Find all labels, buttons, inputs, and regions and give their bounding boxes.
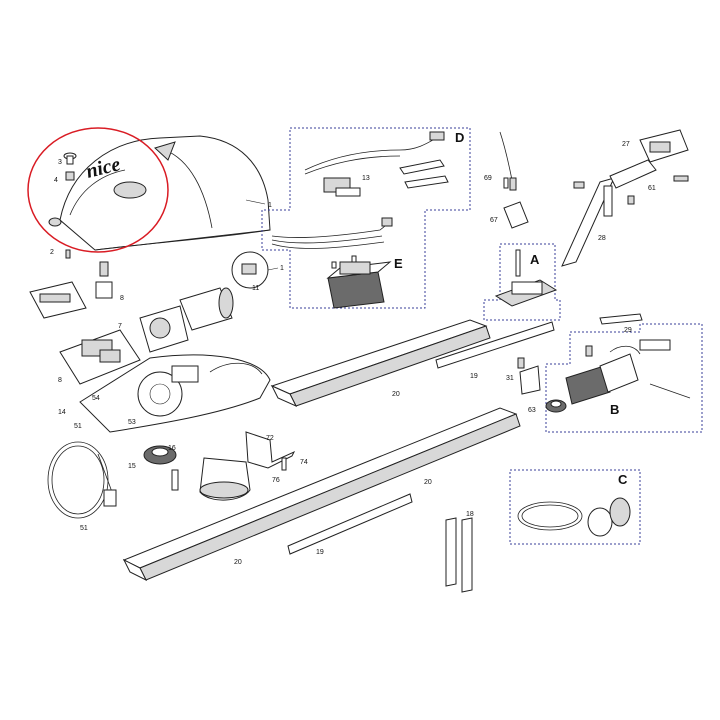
callout-74: 74 [300,459,308,466]
end-stop-and-pulley [517,357,567,413]
callout-28: 28 [598,235,606,242]
callout-76: 76 [272,477,280,484]
motor-cover: nice [48,135,271,251]
callout-15: 15 [128,463,136,470]
callout-13: 13 [362,175,370,182]
callout-61: 61 [648,185,656,192]
ceiling-bracket [199,431,296,501]
chain-sprocket [143,445,179,491]
callout-69: 69 [484,175,492,182]
callout-54: 54 [92,395,100,402]
group-label-d: D [455,130,464,145]
group-e: E [271,217,403,309]
gear-motor [139,287,234,353]
red-highlight-circle [27,127,169,253]
group-b: B [545,323,703,433]
group-c: C [509,469,641,545]
callout-63: 63 [528,407,536,414]
base-plate [79,354,271,433]
power-cable [47,441,117,519]
callout-2: 2 [50,249,54,256]
callout-27: 27 [622,141,630,148]
callout-1: 1 [268,202,272,209]
callout-53: 53 [128,419,136,426]
callout-11: 11 [252,285,259,292]
callout-14: 14 [58,409,66,416]
group-a: A [483,243,561,321]
callout-20a: 20 [392,391,400,398]
callout-29: 29 [624,327,632,334]
group-d: D 13 [261,127,471,309]
control-board [29,261,141,385]
callout-4: 4 [54,177,58,184]
antenna-mount [499,131,529,229]
callout-18: 18 [466,511,474,518]
callout-20c: 20 [234,559,242,566]
group-label-b: B [610,402,619,417]
callout-31: 31 [506,375,514,382]
connecting-bar [599,313,643,325]
callout-51b: 51 [80,525,88,532]
rail-upper [270,319,555,408]
callout-1b: 1 [280,265,284,272]
rail-lower [122,407,521,582]
screw-cap [63,152,77,181]
callout-16: 16 [168,445,176,452]
callout-7: 7 [118,323,122,330]
group-label-e: E [394,256,403,271]
callout-20b: 20 [424,479,432,486]
callout-67: 67 [490,217,498,224]
callout-19b: 19 [316,549,324,556]
callout-19a: 19 [470,373,478,380]
light-holder-detail [231,251,279,289]
callout-51a: 51 [74,423,82,430]
callout-8b: 8 [58,377,62,384]
door-arm [561,129,689,267]
callout-8: 8 [120,295,124,302]
callout-3: 3 [58,159,62,166]
hanging-brackets [445,517,473,593]
group-label-c: C [618,472,628,487]
callout-72: 72 [266,435,274,442]
group-label-a: A [530,252,540,267]
